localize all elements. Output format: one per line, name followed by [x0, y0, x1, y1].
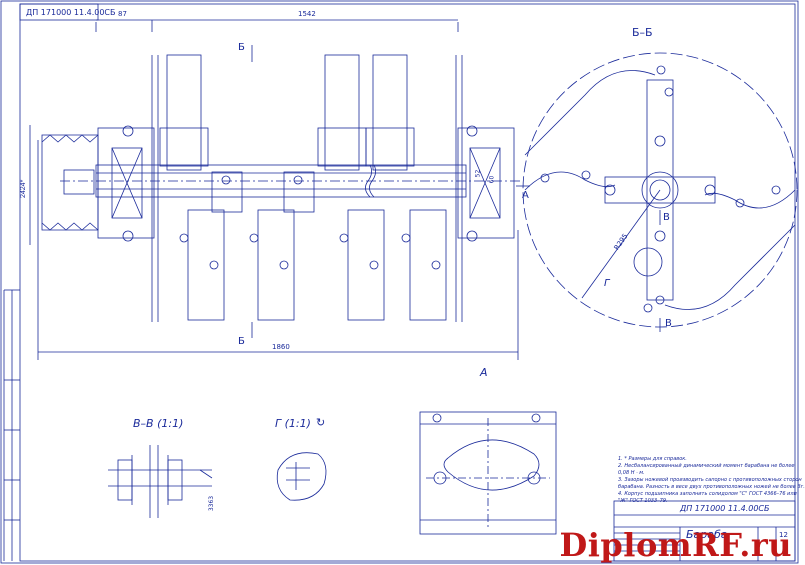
dim-bottom-span: 1860	[272, 343, 290, 351]
note-line: 4. Корпус подшипника заполнить солидолом…	[618, 491, 797, 497]
knife-lower-4	[409, 209, 447, 321]
dim-left-height: 2424*	[20, 179, 27, 198]
knife-lower-1	[187, 209, 225, 321]
flange-part-view	[419, 411, 557, 535]
view-vv-title: В–В (1:1)	[133, 417, 184, 430]
knife-upper-1	[166, 54, 202, 171]
dim-bb-second: 60	[488, 175, 496, 184]
rotated-drawing-code: ДП 171000 11.4.00СБ	[26, 8, 116, 17]
knife-lower-3	[347, 209, 385, 321]
view-a-left-mark: А	[522, 190, 529, 201]
title-block	[613, 500, 796, 562]
left-bearing-housing	[97, 127, 155, 239]
hub-bar-v	[646, 79, 674, 301]
view-vv-dim: 3363	[208, 495, 216, 512]
knife-upper-2	[324, 54, 360, 171]
detail-g-mark: Г	[604, 278, 610, 289]
section-bb-title: Б–Б	[632, 26, 653, 39]
note-line: 3. Зазоры ножевой производить сапорно с …	[618, 477, 802, 483]
titleblock-sheet: 12	[779, 531, 788, 539]
dim-bb-height: 52	[474, 169, 482, 178]
note-line: 2. Несбалансированный динамический момен…	[618, 463, 795, 469]
dim-top-span: 1542	[298, 10, 316, 18]
note-line: "Ж" ГОСТ 1033–79.	[618, 498, 668, 504]
technical-notes: 1. * Размеры для справок. 2. Несбалансир…	[618, 456, 805, 505]
rotated-code-box	[19, 3, 99, 21]
section-v-mark-1: В	[663, 212, 670, 223]
section-mark-b-top: Б	[238, 42, 245, 53]
section-mark-b-bottom: Б	[238, 336, 245, 347]
watermark: DiplomRF.ru	[559, 526, 792, 564]
titleblock-code: ДП 171000 11.4.00СБ	[680, 504, 770, 513]
view-a-bottom-mark: А	[480, 366, 488, 379]
knife-upper-3	[372, 54, 408, 171]
note-line: 1. * Размеры для справок.	[618, 456, 687, 462]
knife-lower-2	[257, 209, 295, 321]
pulley	[41, 134, 99, 231]
inner-frame	[19, 3, 796, 562]
dim-top-small: 87	[118, 10, 127, 18]
rotate-symbol: ↻	[316, 416, 326, 429]
note-line: 0,08 Н · м.	[618, 470, 645, 476]
view-g-title: Г (1:1)	[275, 417, 311, 430]
right-bearing-housing	[457, 127, 515, 239]
titleblock-title: Бараба	[686, 528, 728, 541]
section-v-mark-2: В	[665, 318, 672, 329]
note-line: барабана. Разность в весе двух противопо…	[618, 484, 805, 490]
